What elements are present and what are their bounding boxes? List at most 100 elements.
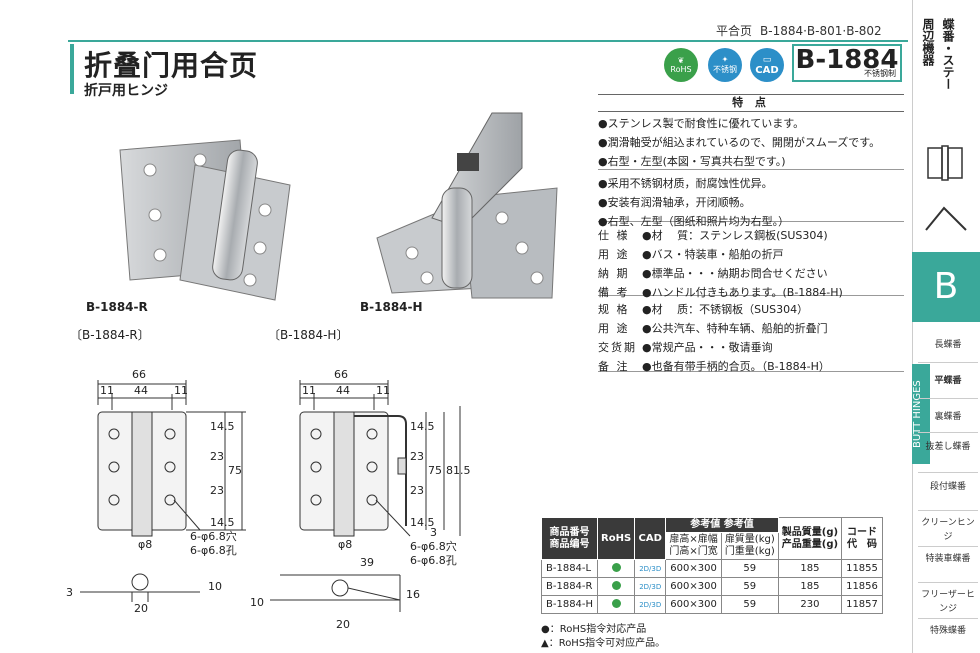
th-ref: 参考値 参考值 bbox=[665, 517, 779, 533]
dim-r-11a: 11 bbox=[100, 384, 114, 397]
th-weight: 製品質量(g) 产品重量(g) bbox=[777, 517, 843, 560]
features-cn: ●采用不锈钢材质，耐腐蚀性优异。 ●安装有润滑轴承，开闭顺畅。 ●右型、左型（图… bbox=[598, 174, 904, 228]
dim-r-75: 75 bbox=[228, 464, 242, 477]
spec-key: 仕 様 bbox=[598, 229, 630, 242]
drawing-label-r: 〔B-1884-R〕 bbox=[70, 328, 150, 342]
technical-drawings: 66 11 44 11 14.5 23 23 14.5 75 φ8 6-φ6.8… bbox=[66, 368, 471, 631]
spec-value: ●也备有带手柄的合页。（B-1884-H） bbox=[642, 360, 830, 373]
dim-r-44: 44 bbox=[134, 384, 148, 397]
spec-row: 備 考●ハンドル付きもあります。(B-1884-H) bbox=[598, 283, 904, 302]
dim-r-11b: 11 bbox=[174, 384, 188, 397]
spec-value: ●標準品・・・納期お問合せください bbox=[642, 267, 828, 280]
product-table: 商品番号 商品编号 RoHS CAD 参考値 参考值 製品質量(g) 产品重量(… bbox=[540, 517, 883, 614]
spec-key: 用 途 bbox=[598, 248, 630, 261]
dim-r-3: 3 bbox=[66, 586, 73, 599]
th-cad: CAD bbox=[634, 517, 667, 560]
cell-code: B-1884-H bbox=[540, 595, 599, 614]
spec-value: ●常规产品・・・敬请垂询 bbox=[642, 341, 773, 354]
dim-h-16: 16 bbox=[406, 588, 420, 601]
th-rohs: RoHS bbox=[597, 517, 636, 560]
dim-h-3: 3 bbox=[430, 526, 437, 539]
side-category-a: 蝶番・ステー bbox=[941, 18, 955, 90]
crumb-category: 平合页 bbox=[716, 24, 753, 38]
cell-weight: 230 bbox=[777, 595, 843, 614]
side-divider bbox=[918, 432, 978, 433]
document-icon: ▭ bbox=[762, 54, 772, 65]
cell-weight: 185 bbox=[777, 577, 843, 596]
cell-cad[interactable]: 2D/3D bbox=[634, 559, 667, 578]
th-item-code: コード 代 码 bbox=[841, 517, 883, 560]
dim-r-holes-cn: 6-φ6.8孔 bbox=[190, 544, 237, 557]
table-row[interactable]: B-1884-R 2D/3D 600×300 59 185 11856 bbox=[540, 577, 883, 596]
side-divider bbox=[918, 472, 978, 473]
side-index bbox=[912, 0, 980, 653]
side-item-long[interactable]: 長蝶番 bbox=[934, 340, 962, 350]
th-door-weight: 扉質量(kg) 门重量(kg) bbox=[720, 532, 779, 560]
cad-badge[interactable]: ▭CAD bbox=[750, 48, 784, 82]
dim-h-10: 10 bbox=[250, 596, 264, 609]
side-item-clean[interactable]: クリーンヒンジ bbox=[921, 518, 975, 542]
spec-row: 用 途 ●バス・特装車・船舶の折戸 bbox=[598, 245, 904, 264]
dim-h-11b: 11 bbox=[376, 384, 390, 397]
photo-label-h: B-1884-H bbox=[360, 300, 423, 314]
dim-h-holes-cn: 6-φ6.8孔 bbox=[410, 554, 457, 567]
dim-h-holes-jp: 6-φ6.8穴 bbox=[410, 539, 457, 553]
side-category-b: 周辺機器 bbox=[921, 18, 935, 66]
cell-item-code: 11857 bbox=[841, 595, 883, 614]
side-item-freezer[interactable]: フリーザーヒンジ bbox=[921, 590, 975, 614]
feature-item: ●安装有润滑轴承，开闭顺畅。 bbox=[598, 196, 751, 209]
spec-row: 納 期 ●標準品・・・納期お問合せください bbox=[598, 264, 904, 283]
table-row[interactable]: B-1884-L 2D/3D 600×300 59 185 11855 bbox=[540, 559, 883, 578]
side-divider bbox=[918, 362, 978, 363]
side-item-back[interactable]: 裏蝶番 bbox=[934, 412, 962, 422]
cell-code: B-1884-L bbox=[540, 559, 599, 578]
spec-key: 交货期 bbox=[598, 341, 637, 354]
th-code: 商品番号 商品编号 bbox=[540, 517, 599, 560]
spec-key: 备 注 bbox=[598, 360, 630, 373]
dim-r-23b: 23 bbox=[210, 484, 224, 497]
rohs-label: RoHS bbox=[670, 65, 692, 74]
dim-r-23a: 23 bbox=[210, 450, 224, 463]
legend-rohs-possible: ▲：RoHS指令可对应产品。 bbox=[541, 638, 666, 649]
dim-r-phi8: φ8 bbox=[138, 538, 152, 551]
spec-value: ●材 質：ステンレス鋼板(SUS304) bbox=[642, 229, 828, 242]
th-size: 扉高×扉幅 门高×门宽 bbox=[665, 532, 722, 560]
cell-item-code: 11855 bbox=[841, 559, 883, 578]
stainless-badge: ✦不锈钢 bbox=[708, 48, 742, 82]
rohs-dot-icon bbox=[611, 580, 621, 590]
feature-item: ●ステンレス製で耐食性に優れています。 bbox=[598, 117, 805, 130]
spec-key: 納 期 bbox=[598, 267, 630, 280]
side-item-stepped[interactable]: 段付蝶番 bbox=[929, 482, 966, 492]
crumb-codes: B-1884·B-801·B-802 bbox=[760, 24, 882, 38]
side-item-flat[interactable]: 平蝶番 bbox=[934, 376, 962, 386]
cell-door-weight: 59 bbox=[720, 577, 779, 596]
side-letter[interactable]: B bbox=[912, 252, 980, 322]
side-item-vehicle[interactable]: 特装車蝶番 bbox=[925, 554, 971, 564]
drawing-label-h: 〔B-1884-H〕 bbox=[268, 328, 349, 342]
spec-key: 用 途 bbox=[598, 322, 630, 335]
dim-h-66: 66 bbox=[334, 368, 348, 381]
spec-value: ●材 质：不锈钢板（SUS304） bbox=[642, 303, 809, 316]
cell-cad[interactable]: 2D/3D bbox=[634, 595, 667, 614]
cell-rohs bbox=[597, 577, 636, 596]
cell-size: 600×300 bbox=[665, 595, 722, 614]
cad-label: CAD bbox=[755, 64, 779, 76]
cell-cad[interactable]: 2D/3D bbox=[634, 577, 667, 596]
dim-r-145a: 14.5 bbox=[210, 420, 235, 433]
side-divider bbox=[918, 546, 978, 547]
leaf-icon: ❦ bbox=[677, 56, 685, 65]
cell-rohs bbox=[597, 559, 636, 578]
feature-item: ●右型、左型（图纸和照片均为右型。） bbox=[598, 215, 790, 228]
features-heading: 特 点 bbox=[598, 94, 904, 112]
dim-h-23a: 23 bbox=[410, 450, 424, 463]
side-item-special[interactable]: 特殊蝶番 bbox=[929, 626, 966, 636]
table-row[interactable]: B-1884-H 2D/3D 600×300 59 230 11857 bbox=[540, 595, 883, 614]
cell-item-code: 11856 bbox=[841, 577, 883, 596]
side-item-liftoff[interactable]: 抜差し蝶番 bbox=[925, 442, 971, 452]
side-divider bbox=[918, 398, 978, 399]
feature-item: ●潤滑軸受が組込まれているので、開閉がスムーズです。 bbox=[598, 136, 881, 149]
dim-h-39: 39 bbox=[360, 556, 374, 569]
side-divider bbox=[918, 510, 978, 511]
spec-value: ●バス・特装車・船舶の折戸 bbox=[642, 248, 784, 261]
dim-h-20: 20 bbox=[336, 618, 350, 631]
